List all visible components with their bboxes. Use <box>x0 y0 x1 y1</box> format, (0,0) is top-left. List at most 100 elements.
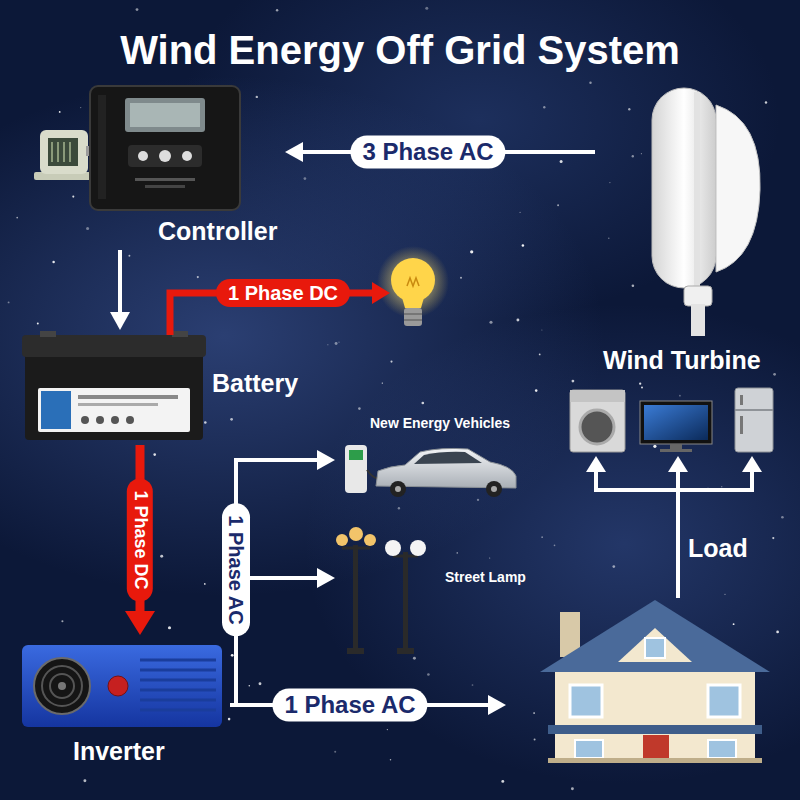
wind-turbine-illustration <box>652 88 760 336</box>
vehicle-illustration <box>486 481 502 497</box>
house-illustration <box>708 685 740 717</box>
star <box>641 153 642 154</box>
house-illustration <box>708 740 736 758</box>
star <box>489 557 490 558</box>
appliance-illustrations <box>570 388 773 452</box>
appliance-illustrations <box>640 401 712 444</box>
star <box>612 565 615 568</box>
arrowhead <box>317 450 335 470</box>
star <box>168 626 171 629</box>
star <box>425 7 428 10</box>
appliance-illustrations <box>735 409 773 411</box>
inverter-illustration <box>140 689 216 692</box>
battery-illustration <box>81 416 89 424</box>
star <box>781 516 784 519</box>
load-wires <box>676 470 680 490</box>
star <box>608 238 609 239</box>
star <box>390 361 392 363</box>
edge-label: 3 Phase AC <box>350 136 505 169</box>
star <box>304 177 307 180</box>
battery-illustration <box>78 395 178 399</box>
inverter-illustration <box>50 674 74 698</box>
illustrated-node: Battery <box>22 330 307 445</box>
star <box>535 389 538 392</box>
appliance-illustrations <box>740 416 743 434</box>
load-wires <box>750 470 754 490</box>
battery-illustration <box>126 416 134 424</box>
star <box>334 751 336 753</box>
star <box>632 285 635 288</box>
star <box>460 277 462 279</box>
street-lamp-illustration <box>336 527 426 654</box>
street-lamp-illustration <box>385 540 401 556</box>
house-illustration <box>540 600 770 763</box>
wind-turbine-illustration <box>694 92 700 288</box>
light-bulb-illustration <box>407 278 419 286</box>
star <box>534 739 536 741</box>
star <box>276 9 278 11</box>
star <box>557 204 559 206</box>
controller-illustration <box>34 86 240 210</box>
label-text: 1 Phase AC <box>284 691 415 718</box>
node-label: New Energy Vehicles <box>370 415 510 432</box>
wind-turbine-illustration <box>652 88 716 288</box>
arrowhead <box>110 312 130 330</box>
star <box>516 319 519 322</box>
arrowhead <box>125 611 155 635</box>
star <box>572 380 575 383</box>
star <box>533 712 535 714</box>
street-lamp-illustration <box>410 540 426 556</box>
battery-illustration <box>41 391 71 429</box>
ac-wire-to-house <box>488 695 506 715</box>
inverter-illustration <box>140 679 216 682</box>
star <box>160 555 163 558</box>
controller-illustration <box>40 130 88 174</box>
house-illustration <box>570 685 602 717</box>
load-wires <box>594 488 754 492</box>
star <box>560 160 563 163</box>
star <box>204 421 207 424</box>
star <box>773 373 776 376</box>
node-label: Wind Turbine <box>603 345 761 375</box>
street-lamp-illustration <box>364 534 376 546</box>
star <box>554 545 556 547</box>
vehicle-illustration <box>349 450 363 460</box>
edge-label: 1 Phase AC <box>222 503 250 636</box>
light-bulb-illustration <box>377 246 449 318</box>
star <box>539 354 541 356</box>
house-illustration <box>618 628 692 662</box>
star <box>589 81 591 83</box>
house-illustration <box>540 600 770 672</box>
star <box>398 507 400 509</box>
label-text: 1 Phase DC <box>228 282 338 304</box>
star <box>204 583 206 585</box>
house-illustration <box>645 638 665 658</box>
controller-illustration <box>63 142 65 162</box>
node-label: Inverter <box>73 736 165 766</box>
vehicle-illustration <box>345 445 367 493</box>
battery-illustration <box>38 388 190 432</box>
dc-wire-to-bulb <box>170 282 390 335</box>
controller-illustration <box>145 185 185 188</box>
vehicle-illustration <box>345 445 516 497</box>
star <box>772 537 774 539</box>
controller-illustration <box>128 145 202 167</box>
load-wires <box>676 490 680 598</box>
vehicle-illustration <box>491 486 497 492</box>
star <box>256 96 258 98</box>
star <box>335 342 338 345</box>
star <box>776 631 779 634</box>
battery-illustration <box>40 331 56 337</box>
label-text: 3 Phase AC <box>362 138 493 165</box>
inverter-illustration <box>42 666 82 706</box>
appliance-illustrations <box>570 390 625 452</box>
wind-turbine-illustration <box>684 286 712 306</box>
illustrated-node: Controller <box>30 80 285 250</box>
node-label: Street Lamp <box>445 569 526 586</box>
battery-illustration <box>22 331 206 440</box>
star <box>519 212 520 213</box>
star <box>231 654 234 657</box>
star <box>83 779 86 782</box>
load-wires <box>742 456 762 472</box>
